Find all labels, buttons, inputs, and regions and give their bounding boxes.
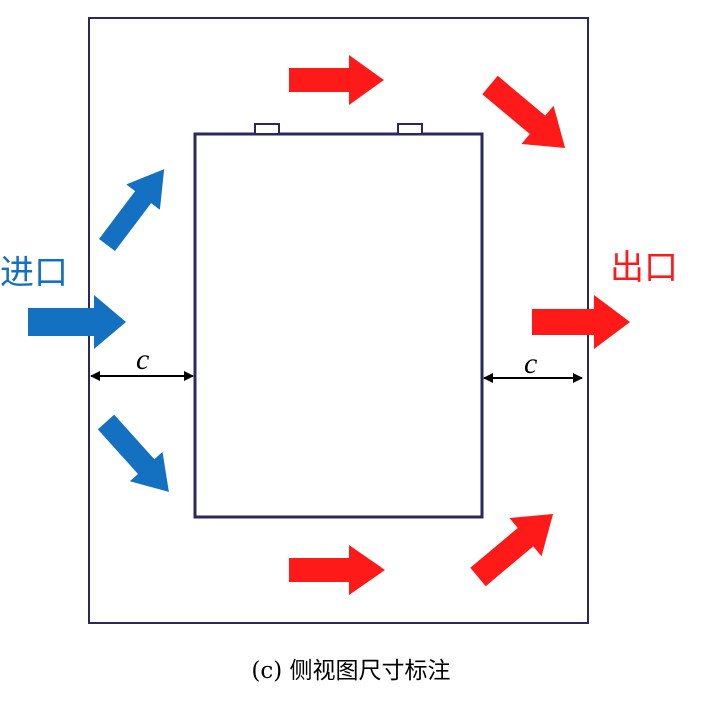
inlet-arrow-down <box>97 414 169 492</box>
inlet-label: 进口 <box>0 253 68 293</box>
terminal-left <box>254 123 280 135</box>
device-body <box>193 132 484 519</box>
terminal-right <box>397 123 423 135</box>
outlet-arrow-bottom-right <box>470 514 554 587</box>
inlet-arrows <box>28 169 169 492</box>
dimension-label-left: c <box>136 343 150 376</box>
outlet-arrow-top <box>289 55 384 105</box>
outlet-arrow-right <box>532 295 630 349</box>
outlet-arrow-top-right <box>482 75 566 148</box>
inlet-arrow-straight <box>28 295 126 349</box>
inlet-arrow-up <box>99 169 165 252</box>
outlet-label: 出口 <box>610 248 678 288</box>
outlet-arrows <box>289 55 630 595</box>
outlet-arrow-bottom <box>289 545 385 595</box>
figure-caption: (c) 侧视图尺寸标注 <box>251 658 451 684</box>
dimension-label-right: c <box>524 347 538 380</box>
